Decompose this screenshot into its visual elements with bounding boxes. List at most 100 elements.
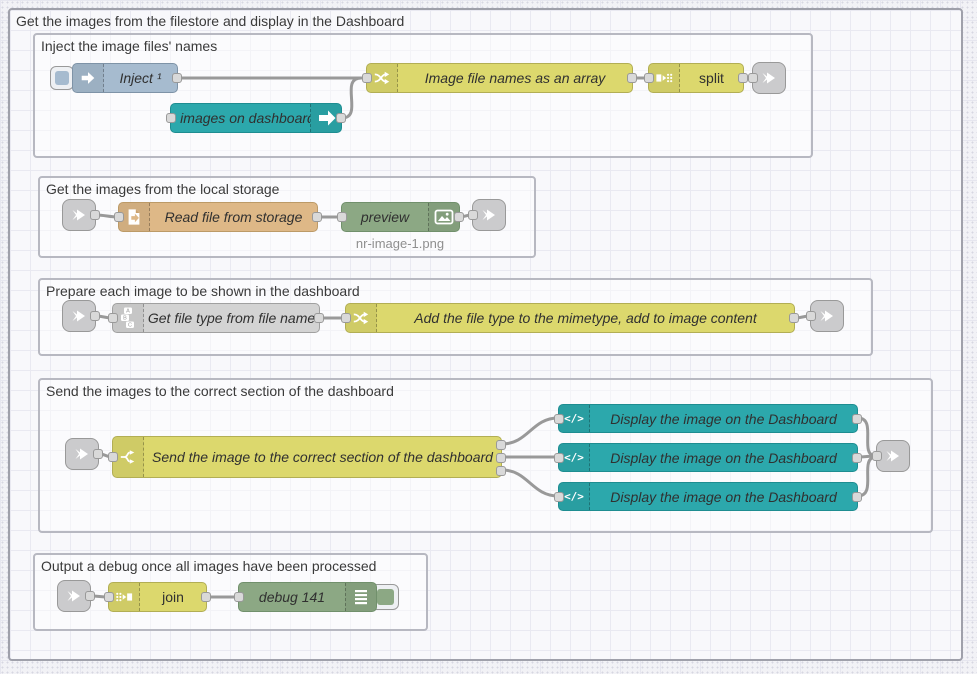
input-port[interactable] xyxy=(748,73,758,83)
output-port[interactable] xyxy=(90,311,100,321)
link-in-icon xyxy=(67,590,80,602)
arrow-right-icon xyxy=(310,104,341,132)
input-port[interactable] xyxy=(104,592,114,602)
node-link-out[interactable] xyxy=(872,440,910,472)
output-port[interactable] xyxy=(852,452,862,463)
input-port[interactable] xyxy=(872,451,882,461)
abc-blocks-icon: A B C xyxy=(113,304,144,332)
change-shuffle-icon xyxy=(346,304,377,332)
node-read-file[interactable]: Read file from storage xyxy=(114,202,322,232)
node-join[interactable]: join xyxy=(104,582,211,612)
output-port[interactable] xyxy=(336,113,346,123)
input-port[interactable] xyxy=(341,313,351,323)
node-link-out[interactable] xyxy=(748,62,786,94)
input-port[interactable] xyxy=(234,592,244,602)
node-status: nr-image-1.png xyxy=(355,236,445,251)
group-label: Get the images from the filestore and di… xyxy=(16,13,405,29)
node-label: Update images on dashboard open xyxy=(171,110,310,126)
node-get-file-type[interactable]: A B C Get file type from file name xyxy=(108,303,324,333)
node-label: Display the image on the Dashboard xyxy=(610,488,837,505)
split-icon xyxy=(649,64,680,92)
output-port[interactable] xyxy=(852,491,862,502)
input-port[interactable] xyxy=(554,491,564,502)
link-in-icon xyxy=(72,310,85,322)
output-port[interactable] xyxy=(85,591,95,601)
output-port[interactable] xyxy=(201,592,211,602)
group-label: Send the images to the correct section o… xyxy=(46,383,394,399)
node-label: Display the image on the Dashboard xyxy=(610,410,837,427)
output-port[interactable] xyxy=(738,73,748,83)
output-port-1[interactable] xyxy=(496,440,506,450)
wire[interactable] xyxy=(856,455,878,498)
node-add-mimetype[interactable]: Add the file type to the mimetype, add t… xyxy=(341,303,799,333)
node-split[interactable]: split xyxy=(644,63,748,93)
output-port[interactable] xyxy=(90,210,100,220)
output-port[interactable] xyxy=(852,413,862,424)
node-display-image-1[interactable]: </> Display the image on the Dashboard xyxy=(554,404,862,433)
join-icon xyxy=(109,583,140,611)
inject-button-fill xyxy=(55,71,69,85)
input-port[interactable] xyxy=(644,73,654,83)
wire[interactable] xyxy=(340,76,363,120)
node-label: Image file names as an array xyxy=(424,70,606,86)
link-out-icon xyxy=(886,450,899,462)
node-label: Get file type from file name xyxy=(147,310,316,326)
code-template-icon: </> xyxy=(559,483,590,510)
output-port[interactable] xyxy=(454,212,464,222)
input-port[interactable] xyxy=(108,313,118,323)
node-link-out[interactable] xyxy=(468,199,506,231)
output-port-3[interactable] xyxy=(496,466,506,476)
link-in-icon xyxy=(72,209,85,221)
output-port[interactable] xyxy=(314,313,324,323)
input-port[interactable] xyxy=(114,212,124,222)
input-port[interactable] xyxy=(554,452,564,463)
input-port[interactable] xyxy=(337,212,347,222)
svg-text:B: B xyxy=(123,316,127,322)
output-port[interactable] xyxy=(312,212,322,222)
node-label: debug 141 xyxy=(258,589,326,605)
output-port[interactable] xyxy=(789,313,799,323)
file-icon xyxy=(119,203,150,231)
node-link-in[interactable] xyxy=(65,438,103,470)
output-port[interactable] xyxy=(93,449,103,459)
code-template-icon: </> xyxy=(559,444,590,471)
node-send-switch[interactable]: Send the image to the correct section of… xyxy=(108,436,506,478)
wire[interactable] xyxy=(500,468,560,498)
svg-text:A: A xyxy=(126,309,130,315)
output-port-2[interactable] xyxy=(496,453,506,463)
input-port[interactable] xyxy=(554,413,564,424)
output-port[interactable] xyxy=(172,73,182,83)
node-link-in[interactable] xyxy=(62,300,100,332)
svg-text:C: C xyxy=(128,323,132,329)
input-port[interactable] xyxy=(806,311,816,321)
node-debug[interactable]: debug 141 xyxy=(234,582,377,612)
link-out-icon xyxy=(482,209,495,221)
inject-button[interactable] xyxy=(50,66,74,90)
node-label: join xyxy=(162,589,184,605)
input-port[interactable] xyxy=(362,73,372,83)
switch-fork-icon xyxy=(113,437,144,477)
node-label: Display the image on the Dashboard xyxy=(610,449,837,466)
node-update-images[interactable]: Update images on dashboard open xyxy=(166,103,346,133)
node-filenames-array[interactable]: Image file names as an array xyxy=(362,63,637,93)
debug-button-fill xyxy=(376,589,394,605)
node-display-image-2[interactable]: </> Display the image on the Dashboard xyxy=(554,443,862,472)
node-display-image-3[interactable]: </> Display the image on the Dashboard xyxy=(554,482,862,511)
node-link-out[interactable] xyxy=(806,300,844,332)
link-out-icon xyxy=(820,310,833,322)
input-port[interactable] xyxy=(468,210,478,220)
node-label: preview xyxy=(360,209,410,225)
input-port[interactable] xyxy=(108,452,118,462)
node-link-in[interactable] xyxy=(57,580,95,612)
debug-list-icon xyxy=(345,583,376,611)
change-shuffle-icon xyxy=(367,64,398,92)
output-port[interactable] xyxy=(627,73,637,83)
node-link-in[interactable] xyxy=(62,199,100,231)
input-port[interactable] xyxy=(166,113,176,123)
node-inject[interactable]: Inject ¹ xyxy=(72,63,182,93)
wire[interactable] xyxy=(500,416,560,446)
group-inject-filenames[interactable]: Inject the image files' names xyxy=(33,33,813,158)
node-label: split xyxy=(699,70,724,86)
node-preview[interactable]: preview xyxy=(337,202,464,232)
